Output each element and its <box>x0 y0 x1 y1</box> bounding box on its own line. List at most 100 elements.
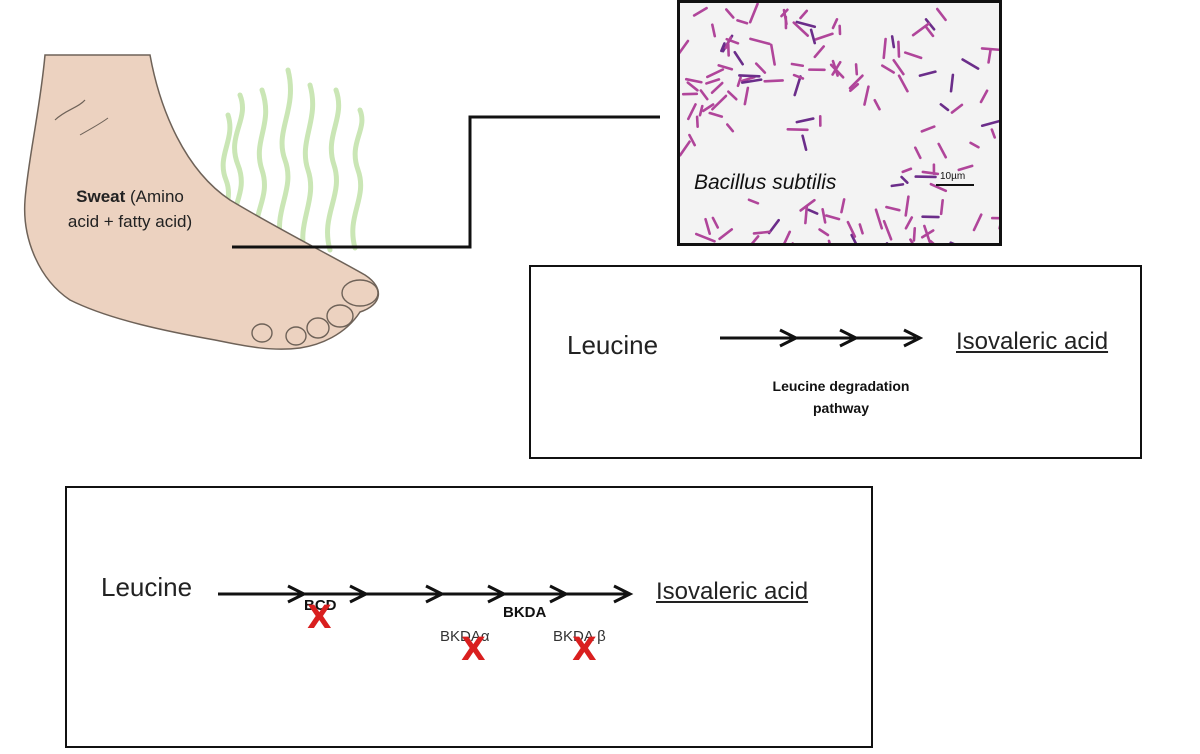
sweat-label-rest: (Amino <box>125 187 184 206</box>
bacterium-rod <box>754 62 767 74</box>
bacterium-rod <box>850 233 857 243</box>
bacterium-rod <box>686 103 697 121</box>
bacterium-rod <box>724 36 732 50</box>
pathway-label-line2: pathway <box>812 400 869 416</box>
bacterium-rod <box>680 39 690 56</box>
bacterium-rod <box>882 219 893 241</box>
bacterium-rod <box>980 47 999 52</box>
bacterium-rod <box>782 8 788 26</box>
bacterium-rod <box>920 229 935 239</box>
bacterium-rod <box>720 42 726 53</box>
bacterium-rod <box>874 208 884 230</box>
bacterium-rod <box>706 68 725 79</box>
bacterium-rod <box>969 141 980 149</box>
bacterium-rod <box>939 103 950 112</box>
enzyme-box <box>65 486 873 748</box>
scale-bar-label: 10µm <box>940 171 966 182</box>
bacterium-rod <box>924 18 936 31</box>
bacterium-rod <box>733 50 744 66</box>
bacterium-rod <box>846 220 857 238</box>
bacterium-rod <box>882 37 887 60</box>
bacterium-rod <box>785 242 795 243</box>
bacterium-rod <box>824 214 841 221</box>
bacterium-rod <box>741 78 763 84</box>
bacterium-rod <box>749 235 760 243</box>
bacterium-rod <box>890 183 905 188</box>
bacterium-rod <box>804 204 809 225</box>
bacterium-rod <box>873 98 881 111</box>
bacterium-rod <box>980 119 999 128</box>
bacterium-rod <box>831 18 839 30</box>
bacterium-rod <box>736 19 749 25</box>
bacterium-rod <box>781 230 792 243</box>
bacterium-rod <box>767 218 780 235</box>
bacterium-rod <box>961 58 980 70</box>
bacterium-rod <box>711 23 717 38</box>
bacterium-rod <box>726 123 735 133</box>
bacterium-rod <box>747 198 760 205</box>
bacterium-rod <box>829 63 845 79</box>
bacterium-rod <box>792 73 805 80</box>
bacterium-rod <box>763 79 784 83</box>
foot-shape <box>23 54 380 350</box>
bacterium-rod <box>840 198 846 214</box>
bacterium-rod <box>752 230 771 235</box>
bacterium-rod <box>705 78 721 85</box>
bacterium-rod <box>694 232 716 243</box>
bacterium-rod <box>740 75 756 83</box>
connector-line <box>232 115 660 249</box>
bacterium-rod <box>725 8 735 19</box>
knockout-bkda-beta-mark: X <box>572 630 597 668</box>
microscope-image: Bacillus subtilis 10µm <box>677 0 1002 246</box>
bacterium-rod <box>904 216 914 230</box>
bacterium-rod <box>900 175 909 184</box>
enzyme-product: Isovaleric acid <box>656 578 809 605</box>
bacterium-rod <box>920 125 936 133</box>
bacterium-rod <box>795 117 815 124</box>
bacterium-rod <box>972 213 983 232</box>
bacterium-rod <box>929 182 948 193</box>
bacterium-rod <box>769 43 776 66</box>
bacterium-rod <box>748 3 759 24</box>
bacterium-rod <box>892 58 905 76</box>
bacterium-rod <box>863 85 870 106</box>
enzyme-substrate: Leucine <box>101 572 193 602</box>
pathway-label-line1: Leucine degradation <box>772 378 910 394</box>
bacterium-rod <box>918 70 937 77</box>
bacterium-rod <box>688 133 697 147</box>
toes <box>251 279 379 346</box>
bacterium-rod <box>708 111 724 118</box>
bacterium-rod <box>904 195 910 217</box>
bacterium-rod <box>738 74 761 78</box>
bacterium-rod <box>790 62 805 68</box>
enzyme-bcd: BCD <box>304 597 337 614</box>
bacterium-rod <box>799 198 816 212</box>
bacterium-rod <box>692 6 708 17</box>
bacterium-rod <box>957 164 974 172</box>
bacterium-rod <box>909 238 920 243</box>
bacterium-rod <box>698 104 704 117</box>
sweat-label-line2: acid + fatty acid) <box>67 212 193 231</box>
bacterium-rod <box>858 223 864 235</box>
bacterium-rod <box>711 94 728 111</box>
bacterium-rod <box>792 21 810 37</box>
pathway-arrow <box>720 328 923 348</box>
sweat-label: Sweat (Amino acid + fatty acid) <box>30 184 230 234</box>
bacterium-rod <box>749 37 771 46</box>
bacterium-rod <box>849 82 860 93</box>
pathway-box <box>529 265 1142 459</box>
bacterium-rod <box>801 134 808 152</box>
bacterium-rod <box>680 140 691 157</box>
bacterium-rod <box>949 241 962 243</box>
bacterium-rod <box>711 216 720 229</box>
pathway-label: Leucine degradation pathway <box>731 375 951 419</box>
bacterium-rod <box>809 28 817 45</box>
bacterium-rod <box>717 64 734 71</box>
bacterium-rod <box>718 228 734 241</box>
bacterium-rod <box>880 64 896 74</box>
bacterium-rod <box>710 81 724 95</box>
bacterium-rod <box>799 9 809 20</box>
knockout-bcd-mark: X <box>307 598 332 636</box>
bacterium-rod <box>998 210 999 230</box>
bacterium-rod <box>937 142 948 159</box>
